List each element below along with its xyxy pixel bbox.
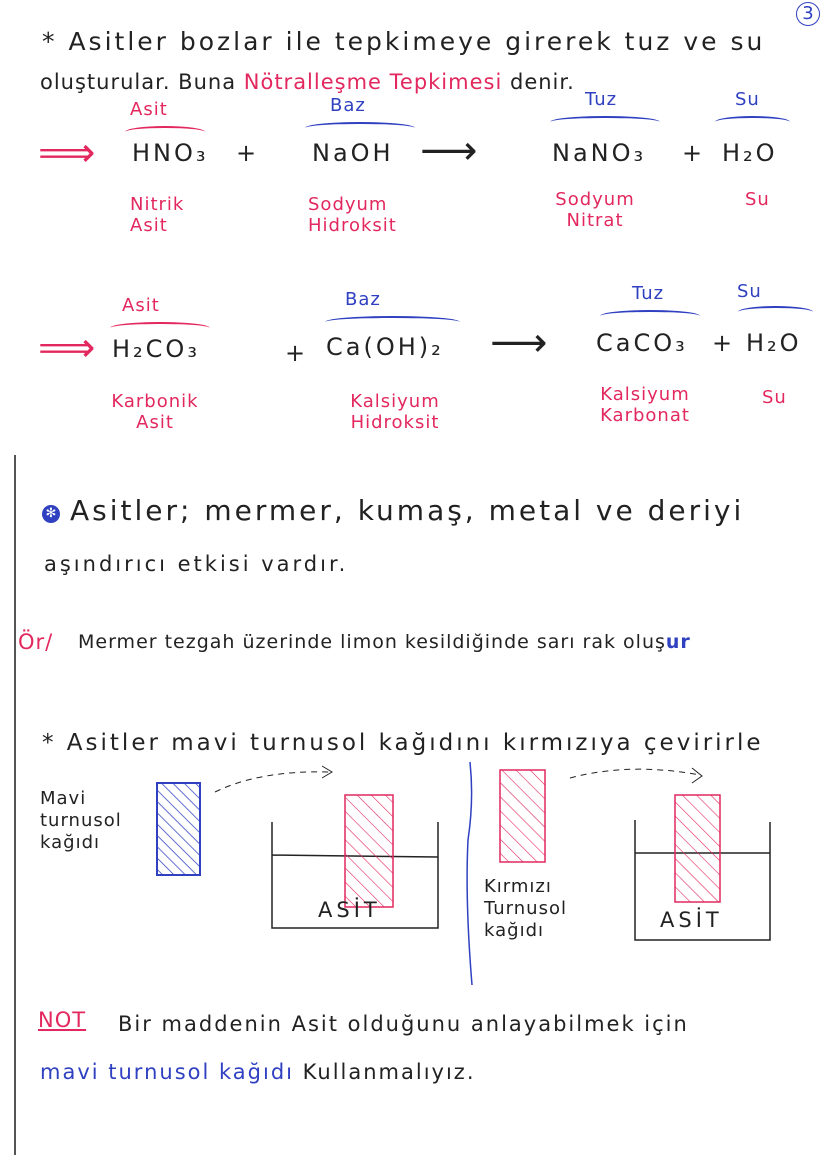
divider-line <box>466 761 473 986</box>
neutralization-term: Nötralleşme Tepkimesi <box>243 70 503 94</box>
beaker-label: ASİT <box>660 908 723 932</box>
note-line-1: Bir maddenin Asit olduğunu anlayabilmek … <box>118 1012 689 1036</box>
formula: H₂CO₃ <box>112 335 200 363</box>
label-line: turnusol <box>40 810 122 831</box>
formula: H₂O <box>746 329 802 357</box>
example-body: Mermer tezgah üzerinde limon kesildiğind… <box>78 631 666 653</box>
red-paper-in-acid <box>674 794 721 903</box>
page-number: 3 <box>796 2 820 26</box>
corrosion-line-1: Asitler; mermer, kumaş, metal ve deriyi <box>70 494 745 527</box>
brace <box>715 116 790 128</box>
plus: + <box>285 339 309 367</box>
brace <box>600 310 700 322</box>
plus: + <box>712 329 736 357</box>
label-line: kağıdı <box>40 832 100 853</box>
label-base: Baz <box>345 289 381 310</box>
label-water: Su <box>737 281 762 302</box>
arrow-icon: ⟶ <box>420 128 478 174</box>
note-end: Kullanmalıyız. <box>302 1060 476 1084</box>
beaker-label: ASİT <box>318 898 381 922</box>
brace <box>325 316 460 328</box>
red-paper-label: Kırmızı Turnusol kağıdı <box>484 876 567 942</box>
label-line: Mavi <box>40 788 87 809</box>
name: Su <box>745 189 770 210</box>
blue-litmus-paper <box>156 782 201 876</box>
blue-paper-label: Mavi turnusol kağıdı <box>40 788 122 854</box>
formula: CaCO₃ <box>596 329 688 357</box>
label-line: Kırmızı <box>484 876 552 897</box>
red-litmus-paper <box>499 769 546 863</box>
red-paper-in-acid <box>344 794 394 908</box>
brace <box>305 122 415 134</box>
arrow-icon: ⟶ <box>490 320 548 366</box>
bullet-icon: ✻ <box>42 505 60 523</box>
double-arrow-icon: ⟹ <box>38 325 96 371</box>
formula: H₂O <box>722 139 778 167</box>
corrosion-line-2: aşındırıcı etkisi vardır. <box>44 552 349 576</box>
intro-line-2: oluşturular. Buna Nötralleşme Tepkimesi … <box>40 70 575 94</box>
dashed-arrow-icon <box>569 768 701 779</box>
formula: NaOH <box>312 139 394 167</box>
note-highlight: mavi turnusol kağıdı <box>40 1060 294 1084</box>
intro-end: denir. <box>510 70 575 94</box>
example-text: Mermer tezgah üzerinde limon kesildiğind… <box>78 631 691 654</box>
name: Kalsiyum Karbonat <box>600 384 690 426</box>
plus: + <box>682 139 706 167</box>
brace <box>110 322 210 334</box>
brace <box>125 126 205 138</box>
label-line: Turnusol <box>484 898 567 919</box>
label-line: kağıdı <box>484 920 544 941</box>
name: Su <box>762 387 787 408</box>
brace <box>550 116 660 128</box>
label-acid: Asit <box>130 99 168 120</box>
dashed-arrow-icon <box>214 771 331 793</box>
formula: Ca(OH)₂ <box>326 333 444 361</box>
label-acid: Asit <box>122 295 160 316</box>
double-arrow-icon: ⟹ <box>38 130 96 176</box>
formula: NaNO₃ <box>552 139 647 167</box>
plus: + <box>236 139 260 167</box>
litmus-statement: * Asitler mavi turnusol kağıdını kırmızı… <box>42 730 764 756</box>
note-line-2: mavi turnusol kağıdı Kullanmalıyız. <box>40 1060 476 1084</box>
formula: HNO₃ <box>132 139 209 167</box>
margin-line <box>14 455 16 1155</box>
label-water: Su <box>735 89 760 110</box>
label-salt: Tuz <box>632 283 665 304</box>
note-prefix: NOT <box>38 1008 87 1032</box>
name: Nitrik Asit <box>130 194 185 236</box>
name: Kalsiyum Hidroksit <box>350 391 440 433</box>
label-base: Baz <box>330 95 366 116</box>
intro-line-1: * Asitler bozlar ile tepkimeye girerek t… <box>42 27 766 56</box>
intro-text: oluşturular. Buna <box>40 70 237 94</box>
example-prefix: Ör/ <box>18 630 54 654</box>
label-salt: Tuz <box>585 89 618 110</box>
name: Karbonik Asit <box>111 391 199 433</box>
brace <box>738 306 813 318</box>
name: Sodyum Hidroksit <box>308 194 397 236</box>
name: Sodyum Nitrat <box>555 189 635 231</box>
example-tail: ur <box>665 631 691 653</box>
